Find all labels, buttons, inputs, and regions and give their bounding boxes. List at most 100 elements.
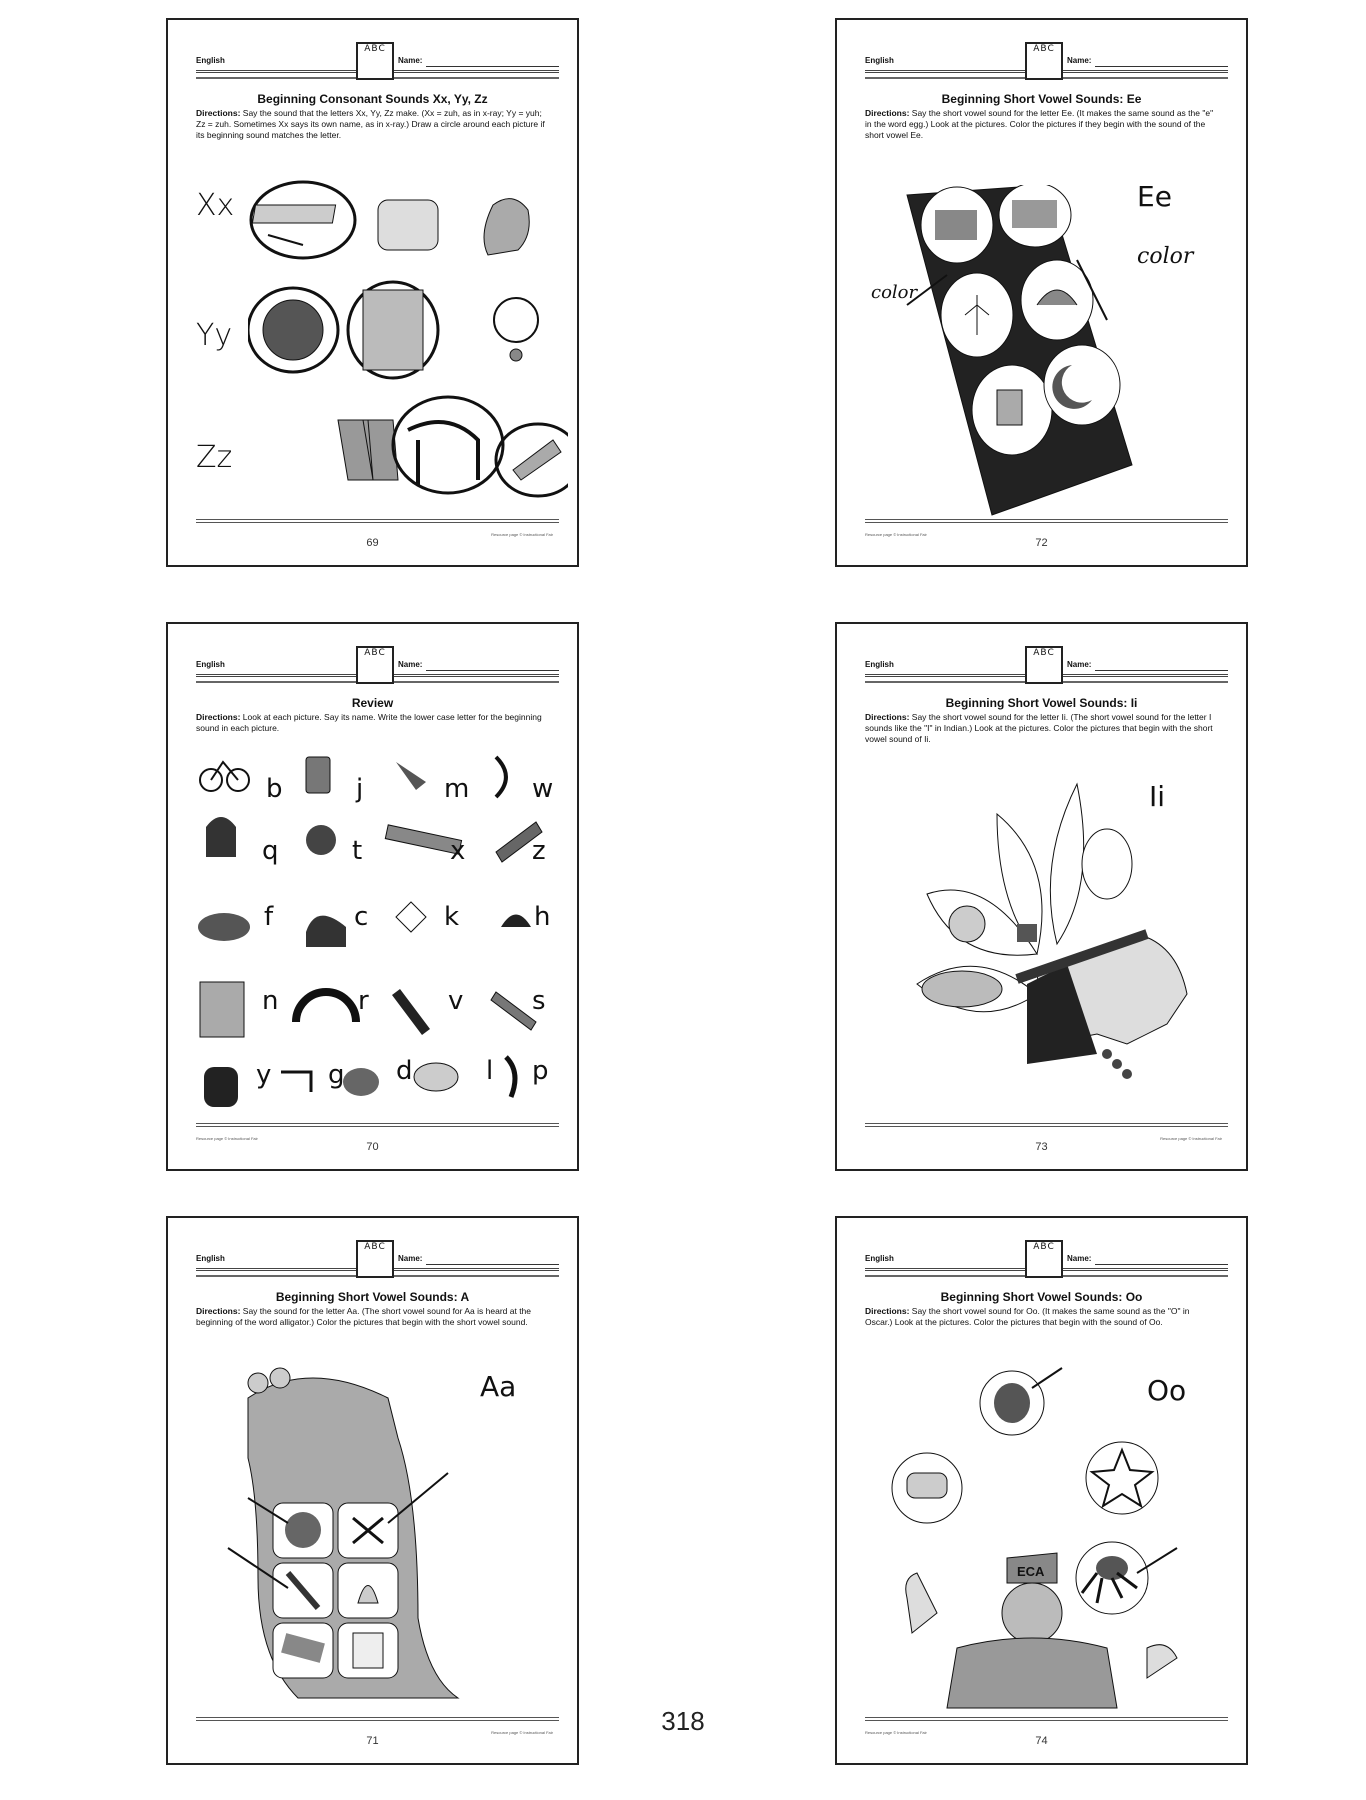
- logo-icon: ABC: [1025, 1240, 1063, 1278]
- answer-letter: v: [448, 986, 464, 1016]
- book-page-number: 318: [661, 1706, 705, 1736]
- logo-icon: ABC: [356, 1240, 394, 1278]
- queen-icon: [206, 817, 236, 857]
- subject-label: English: [865, 1254, 894, 1263]
- igloo-icon: [921, 970, 1003, 1008]
- copyright: Resource page © Instructional Fair: [1160, 1136, 1222, 1141]
- letter-aa: Aa: [480, 1370, 517, 1403]
- star-icon: [1089, 1447, 1155, 1509]
- worksheet-header: English ABC Name:: [865, 646, 1228, 692]
- answer-letter: z: [532, 836, 546, 866]
- copyright: Resource page © Instructional Fair: [491, 1730, 553, 1735]
- name-line: [426, 66, 559, 67]
- answer-letter: w: [532, 774, 554, 804]
- zipper-icon: [495, 821, 543, 863]
- circle-mark-icon: [249, 180, 357, 260]
- worksheet-title: Beginning Short Vowel Sounds: Oo: [940, 1290, 1143, 1304]
- envelope-icon: [1012, 200, 1057, 228]
- elephant-icon: [935, 210, 977, 240]
- name-line: [1095, 66, 1228, 67]
- worksheet-title: Review: [351, 696, 394, 710]
- subject-label: English: [865, 56, 894, 65]
- answer-letter: l: [486, 1056, 494, 1086]
- hat-icon: [501, 914, 531, 927]
- letter-zz: Zz: [196, 440, 233, 475]
- nose-icon: [199, 981, 245, 1038]
- hat-text: ECA: [1017, 1564, 1045, 1579]
- directions: Directions: Say the short vowel sound fo…: [865, 1306, 1190, 1327]
- footer-rule: [865, 519, 1228, 525]
- subject-label: English: [196, 660, 225, 669]
- name-line: [1095, 670, 1228, 671]
- juggler-illustration: ECA: [891, 1367, 1178, 1709]
- top-icon: [306, 825, 336, 855]
- chair-icon: [377, 199, 439, 251]
- letter-yy: Yy: [196, 318, 233, 353]
- cupcake-icon: [306, 915, 346, 947]
- ink-icon: [1017, 924, 1037, 942]
- letter-ii: Ii: [1149, 780, 1166, 813]
- name-label: Name:: [398, 660, 423, 669]
- yo-yo-icon: [362, 289, 424, 371]
- worksheet-title: Beginning Consonant Sounds Xx, Yy, Zz: [257, 92, 488, 106]
- answer-letter: c: [354, 902, 369, 932]
- saw-icon: [490, 991, 537, 1031]
- name-label: Name:: [1067, 1254, 1092, 1263]
- clown-face-icon: [1001, 1582, 1063, 1644]
- directions: Directions: Say the short vowel sound fo…: [865, 108, 1214, 140]
- answer-letter: j: [356, 774, 364, 804]
- bell-icon: [357, 1585, 379, 1604]
- name-label: Name:: [1067, 660, 1092, 669]
- footer-rule: [196, 1123, 559, 1129]
- subject-label: English: [865, 660, 894, 669]
- hair-icon: [1027, 964, 1097, 1064]
- flower-icon: [964, 295, 990, 335]
- mermaid-icon: [396, 762, 426, 790]
- directions: Directions: Say the sound that the lette…: [196, 108, 545, 140]
- page-number: 71: [366, 1735, 379, 1747]
- page-number: 73: [1035, 1141, 1048, 1153]
- answer-letter: k: [444, 902, 460, 932]
- zebra-icon: [407, 420, 480, 485]
- answer-letter: x: [450, 836, 466, 866]
- logo-icon: ABC: [1025, 42, 1063, 80]
- logo-icon: ABC: [1025, 646, 1063, 684]
- footer-rule: [865, 1717, 1228, 1723]
- worksheet-header: English ABC Name:: [196, 42, 559, 88]
- copyright: Resource page © Instructional Fair: [865, 532, 927, 537]
- answer-letter: h: [534, 902, 551, 932]
- parrot-icon: [504, 1055, 518, 1098]
- lobster-icon: [285, 1571, 321, 1610]
- socks-icon: [337, 419, 399, 481]
- copyright: Resource page © Instructional Fair: [196, 1136, 258, 1141]
- ambulance-icon: [352, 1632, 384, 1669]
- hand-icon: [1146, 1644, 1178, 1679]
- footer-rule: [865, 1123, 1228, 1129]
- answer-letter: g: [328, 1060, 345, 1090]
- yarn-icon: [262, 299, 324, 361]
- dog-icon: [483, 198, 530, 256]
- answer-letter: r: [358, 986, 369, 1016]
- ring-icon: [493, 297, 539, 343]
- footer-rule: [196, 519, 559, 525]
- ox-icon: [906, 1472, 948, 1499]
- name-line: [426, 670, 559, 671]
- worksheet-71: English ABC Name: Beginning Short Vowel …: [166, 1216, 579, 1765]
- name-line: [426, 1264, 559, 1265]
- monkey-icon: [948, 905, 986, 943]
- moon-icon: [1052, 365, 1092, 409]
- zipper-icon: [512, 439, 562, 481]
- directions: Directions: Look at each picture. Say it…: [196, 712, 542, 733]
- answer-letter: m: [444, 774, 470, 804]
- jack-in-box-icon: [996, 389, 1023, 426]
- worksheet-header: English ABC Name:: [196, 646, 559, 692]
- kite-icon: [395, 901, 427, 933]
- ant-icon: [352, 1516, 384, 1545]
- worksheet-header: English ABC Name:: [196, 1240, 559, 1286]
- egg-carton-illustration: [906, 185, 1133, 516]
- elf-icon: [1036, 289, 1078, 306]
- fish-icon: [198, 913, 250, 941]
- duck-icon: [343, 1068, 379, 1096]
- pictures-illustration: [248, 180, 568, 498]
- worksheet-header: English ABC Name:: [865, 1240, 1228, 1286]
